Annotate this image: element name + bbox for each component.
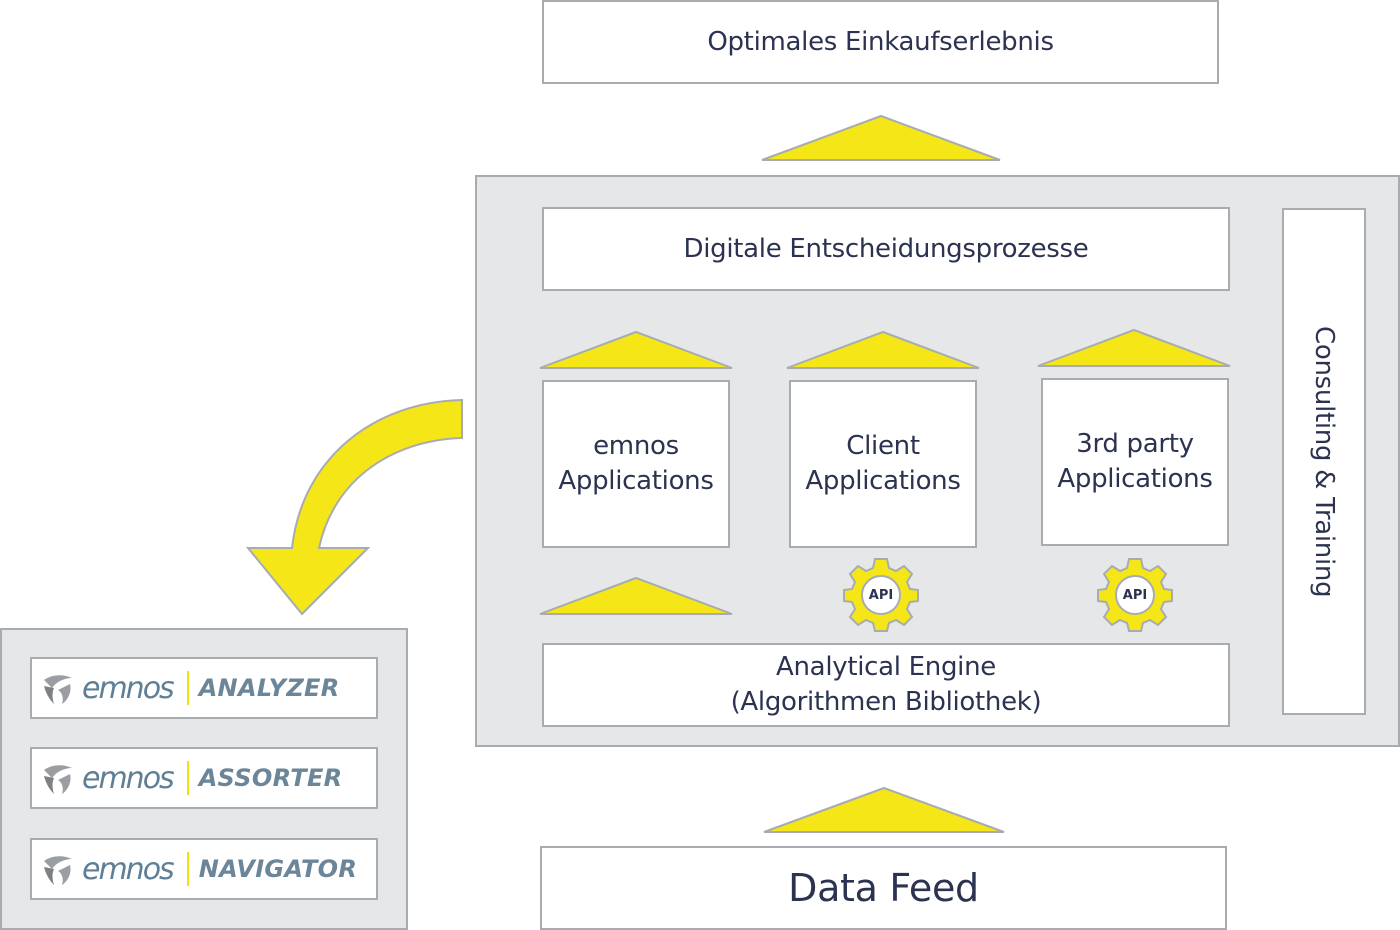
brand-name: emnos bbox=[82, 851, 175, 887]
consulting-training-label: Consulting & Training bbox=[1309, 325, 1339, 598]
product-analyzer: emnos ANALYZER bbox=[30, 657, 378, 719]
decision-box: Digitale Entscheidungsprozesse bbox=[542, 207, 1230, 291]
up-arrow-icon bbox=[539, 576, 733, 615]
analytical-engine-box: Analytical Engine (Algorithmen Bibliothe… bbox=[542, 643, 1230, 727]
consulting-training-box: Consulting & Training bbox=[1282, 208, 1366, 715]
divider bbox=[186, 671, 189, 705]
engine-line1: Analytical Engine bbox=[776, 652, 996, 682]
product-assorter: emnos ASSORTER bbox=[30, 747, 378, 809]
up-arrow-icon bbox=[761, 114, 1001, 161]
product-name: ASSORTER bbox=[198, 764, 343, 792]
engine-line2: (Algorithmen Bibliothek) bbox=[730, 687, 1042, 717]
decision-box-label: Digitale Entscheidungsprozesse bbox=[683, 233, 1089, 264]
api-label: API bbox=[868, 587, 894, 603]
app-box-emnos: emnos Applications bbox=[542, 380, 730, 548]
app-line1: emnos bbox=[593, 431, 679, 461]
divider bbox=[186, 852, 189, 886]
app-line2: Applications bbox=[805, 466, 961, 496]
product-name: ANALYZER bbox=[198, 674, 340, 702]
gear-icon bbox=[843, 558, 919, 632]
curved-arrow-icon bbox=[245, 398, 463, 616]
up-arrow-icon bbox=[1037, 328, 1231, 367]
data-feed-label: Data Feed bbox=[788, 865, 979, 910]
app-line2: Applications bbox=[558, 466, 714, 496]
divider bbox=[186, 761, 189, 795]
gear-icon bbox=[1097, 558, 1173, 632]
app-box-third-party: 3rd party Applications bbox=[1041, 378, 1229, 546]
up-arrow-icon bbox=[763, 786, 1005, 833]
data-feed-box: Data Feed bbox=[540, 846, 1227, 930]
top-box-optimales-einkaufserlebnis: Optimales Einkaufserlebnis bbox=[542, 0, 1219, 84]
api-badge-client: API bbox=[842, 556, 920, 634]
brand-name: emnos bbox=[82, 760, 175, 796]
emnos-logo-icon bbox=[44, 675, 72, 704]
app-line1: Client bbox=[846, 431, 920, 461]
api-badge-third-party: API bbox=[1096, 556, 1174, 634]
emnos-logo-icon bbox=[44, 765, 72, 794]
emnos-logo-icon bbox=[44, 856, 72, 885]
up-arrow-icon bbox=[539, 330, 733, 369]
top-box-label: Optimales Einkaufserlebnis bbox=[707, 26, 1054, 57]
brand-name: emnos bbox=[82, 670, 175, 706]
app-line1: 3rd party bbox=[1076, 429, 1194, 459]
up-arrow-icon bbox=[786, 330, 980, 369]
app-line2: Applications bbox=[1057, 464, 1213, 494]
product-navigator: emnos NAVIGATOR bbox=[30, 838, 378, 900]
product-name: NAVIGATOR bbox=[198, 855, 358, 883]
api-label: API bbox=[1122, 587, 1148, 603]
app-box-client: Client Applications bbox=[789, 380, 977, 548]
